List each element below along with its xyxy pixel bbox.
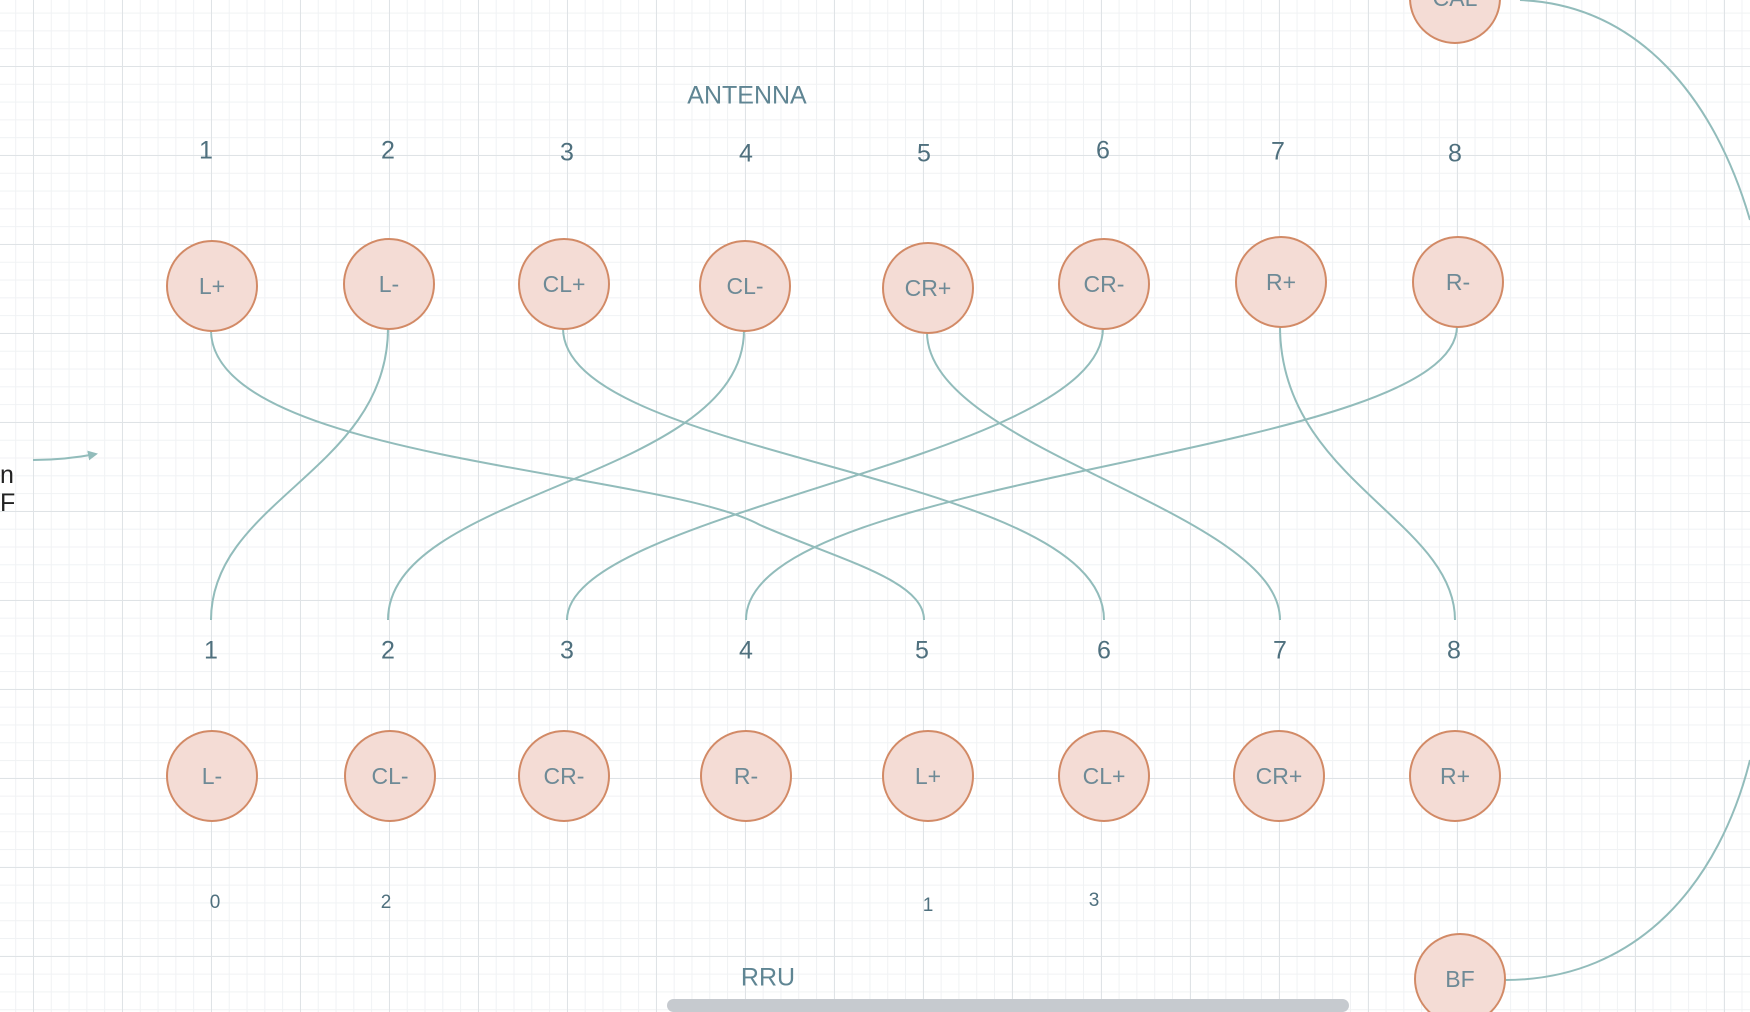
rru-port-l-plus[interactable]: L+ bbox=[882, 730, 974, 822]
antenna-number-5: 5 bbox=[917, 139, 931, 168]
rru-port-cl-plus[interactable]: CL+ bbox=[1058, 730, 1150, 822]
rru-number-8: 8 bbox=[1447, 636, 1461, 665]
wire-cl-minus-to-2[interactable] bbox=[387, 329, 745, 621]
antenna-title: ANTENNA bbox=[687, 81, 807, 110]
rru-port-cr-plus[interactable]: CR+ bbox=[1233, 730, 1325, 822]
index-label-3: 3 bbox=[1088, 890, 1100, 911]
antenna-number-2: 2 bbox=[381, 136, 395, 165]
antenna-port-cl-plus[interactable]: CL+ bbox=[518, 238, 610, 330]
bf-node[interactable]: BF bbox=[1414, 933, 1506, 1012]
antenna-port-l-plus[interactable]: L+ bbox=[166, 240, 258, 332]
antenna-port-cl-minus[interactable]: CL- bbox=[699, 240, 791, 332]
wire-l-plus-to-5[interactable] bbox=[210, 329, 925, 621]
rru-port-cl-minus[interactable]: CL- bbox=[344, 730, 436, 822]
rru-number-2: 2 bbox=[381, 636, 395, 665]
wire-cr-plus-to-7[interactable] bbox=[926, 331, 1281, 621]
rru-number-3: 3 bbox=[560, 636, 574, 665]
antenna-port-r-minus[interactable]: R- bbox=[1412, 236, 1504, 328]
rru-port-r-minus[interactable]: R- bbox=[700, 730, 792, 822]
rru-number-5: 5 bbox=[915, 636, 929, 665]
antenna-number-1: 1 bbox=[199, 136, 213, 165]
index-label-1: 1 bbox=[922, 895, 934, 916]
index-label-0: 0 bbox=[209, 892, 221, 913]
rru-port-cr-minus[interactable]: CR- bbox=[518, 730, 610, 822]
rru-port-r-plus[interactable]: R+ bbox=[1409, 730, 1501, 822]
rru-port-l-minus[interactable]: L- bbox=[166, 730, 258, 822]
edge-arrow[interactable] bbox=[32, 450, 98, 461]
antenna-port-l-minus[interactable]: L- bbox=[343, 238, 435, 330]
wire-cal-right[interactable] bbox=[1519, 0, 1750, 221]
wire-cl-plus-to-6[interactable] bbox=[562, 327, 1105, 621]
antenna-port-cr-minus[interactable]: CR- bbox=[1058, 238, 1150, 330]
wire-l-minus-to-1[interactable] bbox=[210, 327, 389, 621]
edge-note-line2: F bbox=[0, 489, 16, 517]
antenna-number-3: 3 bbox=[560, 138, 574, 167]
wire-bf-right[interactable] bbox=[1504, 759, 1750, 981]
rru-title: RRU bbox=[740, 963, 796, 992]
antenna-number-4: 4 bbox=[739, 139, 753, 168]
edge-note-line1: n bbox=[0, 461, 14, 489]
antenna-number-6: 6 bbox=[1096, 136, 1110, 165]
index-label-2: 2 bbox=[380, 892, 392, 913]
wire-r-plus-to-8[interactable] bbox=[1279, 325, 1456, 621]
wire-r-minus-to-4[interactable] bbox=[745, 325, 1458, 621]
rru-number-6: 6 bbox=[1097, 636, 1111, 665]
antenna-port-cr-plus[interactable]: CR+ bbox=[882, 242, 974, 334]
rru-number-1: 1 bbox=[204, 636, 218, 665]
horizontal-scrollbar[interactable] bbox=[667, 999, 1349, 1012]
antenna-number-8: 8 bbox=[1448, 139, 1462, 168]
antenna-number-7: 7 bbox=[1271, 137, 1285, 166]
antenna-port-r-plus[interactable]: R+ bbox=[1235, 236, 1327, 328]
rru-number-7: 7 bbox=[1273, 636, 1287, 665]
rru-number-4: 4 bbox=[739, 636, 753, 665]
wire-cr-minus-to-3[interactable] bbox=[566, 327, 1104, 621]
